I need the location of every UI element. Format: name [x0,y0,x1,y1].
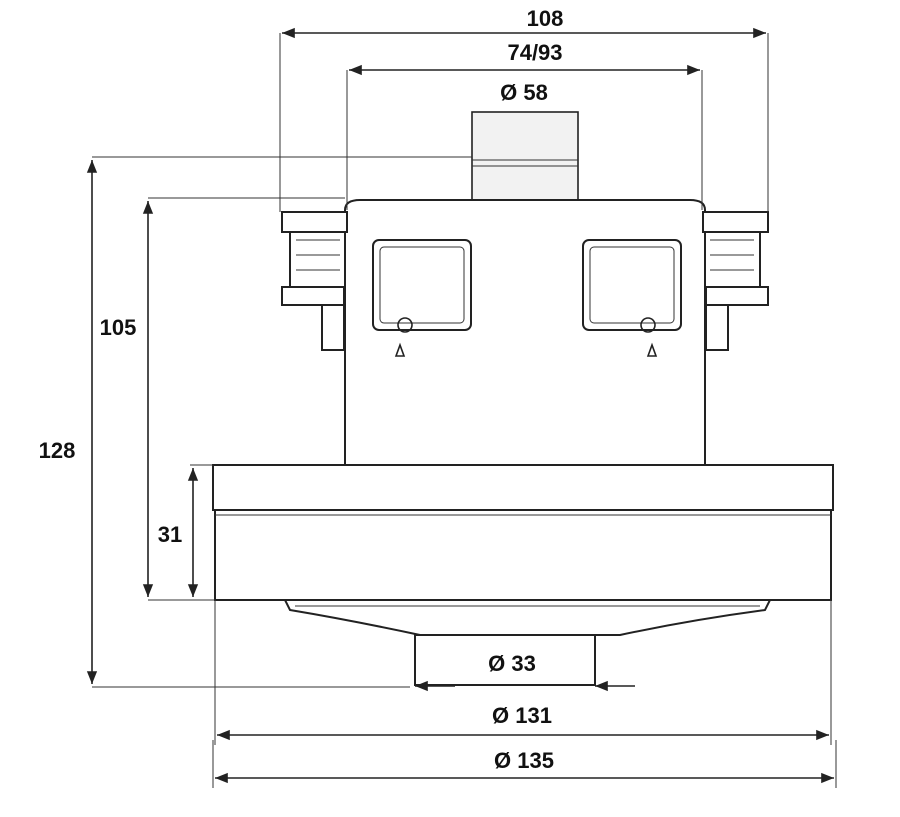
body-height-label: 105 [100,315,137,340]
fan-inner-diameter-label: Ø 131 [492,703,552,728]
total-height-label: 128 [39,438,76,463]
overall-width-label: 108 [527,6,564,31]
dimension-lines [86,27,837,788]
bracket-left [281,211,348,351]
fan-outer-diameter-label: Ø 135 [494,748,554,773]
shaft-diameter-label: Ø 58 [500,80,548,105]
fan-housing-top [212,464,834,511]
brush-window-left [372,239,472,331]
motor-outline [212,111,834,686]
flange-width-label: 74/93 [507,40,562,65]
outlet-diameter-label: Ø 33 [488,651,536,676]
bracket-right [702,211,769,351]
fan-height-label: 31 [158,522,182,547]
fan-housing [214,509,832,601]
shaft-housing [471,111,579,201]
fan-outlet-cone [283,599,772,636]
outlet-ring [414,634,596,686]
brush-window-right [582,239,682,331]
dimension-labels: 108 74/93 Ø 58 128 105 31 Ø 33 Ø 131 Ø 1… [39,6,564,773]
